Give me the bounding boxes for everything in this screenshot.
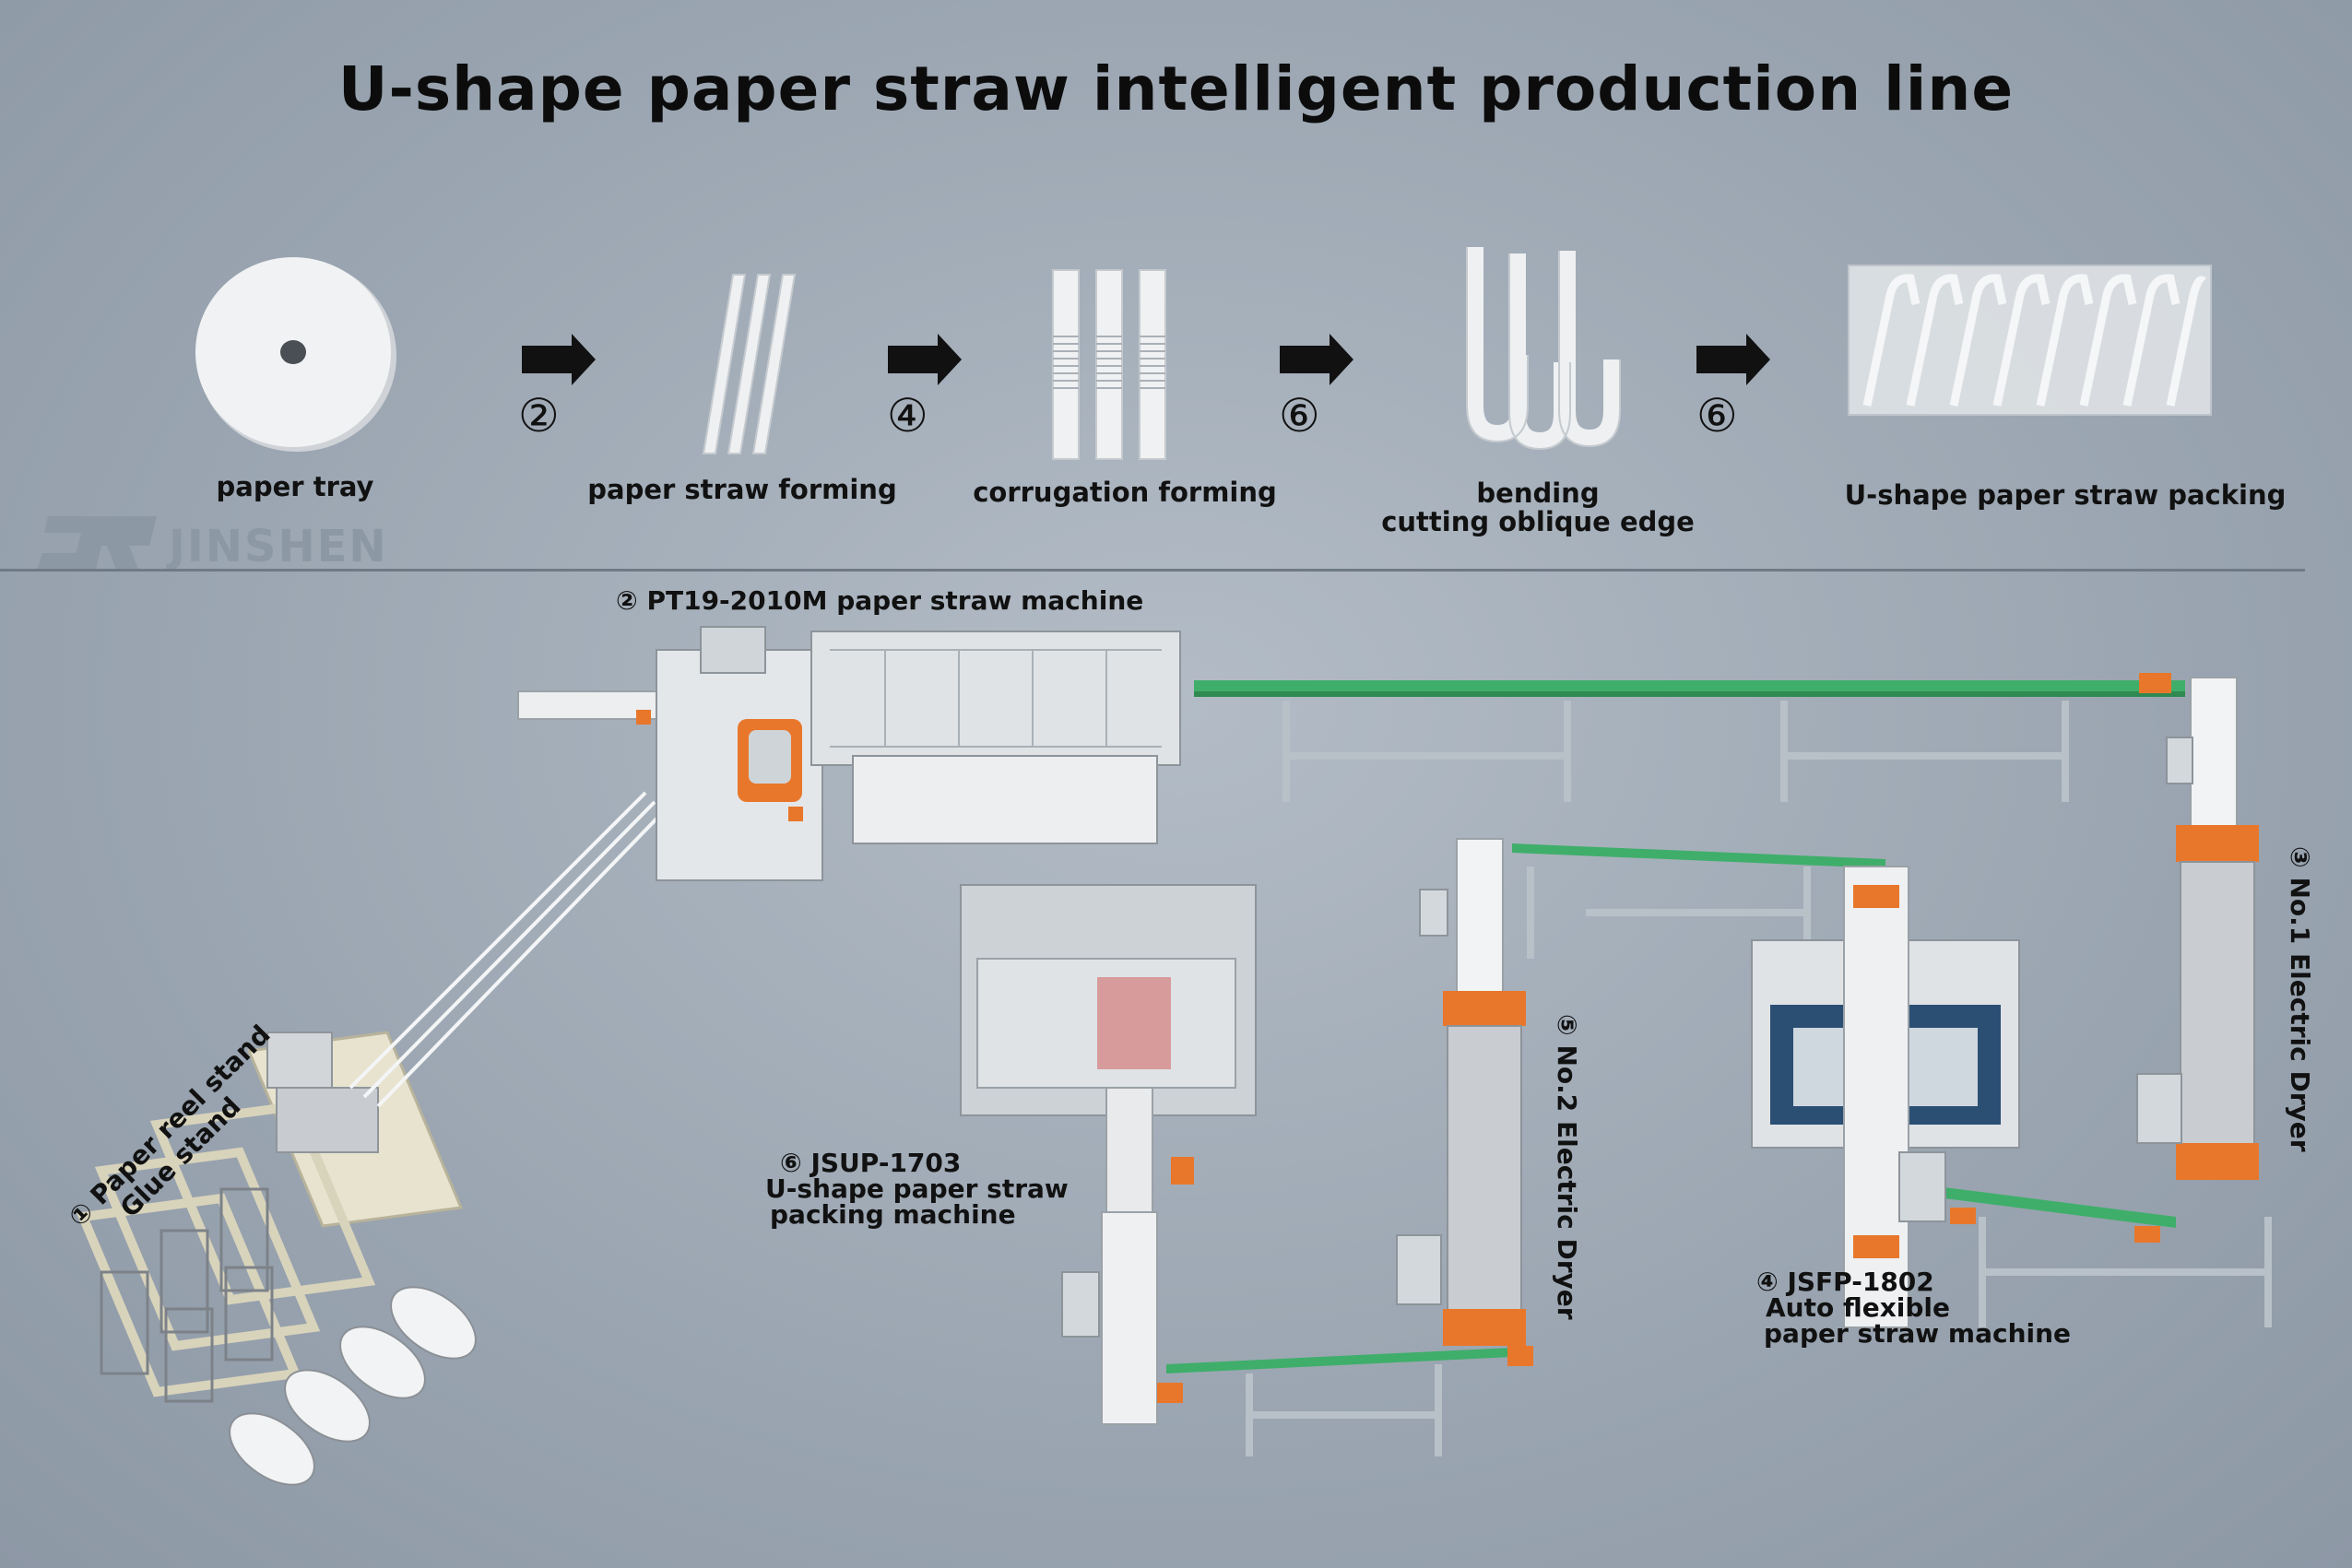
arrow-1 (522, 334, 596, 385)
dryer1-name: No.1 Electric Dryer (2285, 877, 2315, 1152)
step-label-bending: bending (1476, 477, 1600, 509)
step-label-paper-tray: paper tray (216, 471, 374, 502)
packing-machine (960, 884, 1257, 1425)
dryer1-label: ③ No.1 Electric Dryer (2285, 846, 2315, 1152)
corrugated-straws-image (1052, 269, 1166, 460)
step-label-corrugation: corrugation forming (973, 477, 1277, 508)
label-flexible-machine: ④ JSFP-1802 (1756, 1269, 1934, 1295)
reel-stand-machine (76, 1031, 477, 1486)
flexible-model: JSFP-1802 (1787, 1267, 1934, 1297)
step-label-packing: U-shape paper straw packing (1844, 479, 2287, 511)
arrow-2 (888, 334, 962, 385)
packing-line2: U-shape paper straw (765, 1173, 1069, 1204)
step-number-3: ⑥ (1279, 389, 1320, 442)
paper-tray-image (195, 257, 396, 452)
straw-machine-name: PT19-2010M paper straw machine (646, 585, 1144, 616)
conveyor-bottom (1166, 1346, 1533, 1456)
process-graphics (37, 247, 2212, 570)
packing-line3: packing machine (770, 1199, 1016, 1230)
label-packing-machine: ⑥ JSUP-1703 (780, 1150, 961, 1176)
packing-image (1848, 265, 2212, 416)
dryer-1 (2136, 677, 2259, 1180)
packing-model: JSUP-1703 (810, 1148, 962, 1178)
page-title: U-shape paper straw intelligent producti… (337, 53, 2015, 124)
straw-machine-number: ② (616, 585, 638, 616)
packing-number: ⑥ (780, 1148, 802, 1178)
conveyor-mid (1512, 843, 2272, 1327)
dryer2-number: ⑤ (1552, 1014, 1582, 1036)
step-number-2: ④ (887, 389, 928, 442)
dryer-2 (1396, 838, 1526, 1346)
straw-machine (517, 626, 1181, 881)
step-label-cutting: cutting oblique edge (1381, 506, 1695, 537)
paper-strips (349, 791, 666, 1108)
step-number-1: ② (518, 389, 560, 442)
u-straws-outline (1466, 247, 1621, 451)
straws-image (702, 274, 797, 454)
label-straw-machine: ② PT19-2010M paper straw machine (616, 588, 1143, 614)
dryer2-name: No.2 Electric Dryer (1552, 1044, 1582, 1320)
flexible-line3: paper straw machine (1764, 1318, 2072, 1349)
dryer2-label: ⑤ No.2 Electric Dryer (1552, 1014, 1582, 1320)
production-line-graphics (76, 626, 2272, 1486)
u-straws-image (1467, 247, 1620, 450)
dryer1-number: ③ (2285, 846, 2315, 868)
arrows (522, 334, 1770, 385)
flexible-machine (1751, 866, 2020, 1328)
flexible-number: ④ (1756, 1267, 1779, 1297)
flexible-line2: Auto flexible (1766, 1292, 1951, 1323)
arrow-4 (1696, 334, 1770, 385)
watermark-text: JINSHEN (169, 521, 388, 572)
conveyor-top (1194, 673, 2185, 802)
section-divider (0, 569, 2305, 572)
step-number-4: ⑥ (1696, 389, 1738, 442)
arrow-3 (1280, 334, 1353, 385)
step-label-straw-forming: paper straw forming (587, 474, 897, 505)
watermark-logo-icon (37, 516, 157, 570)
